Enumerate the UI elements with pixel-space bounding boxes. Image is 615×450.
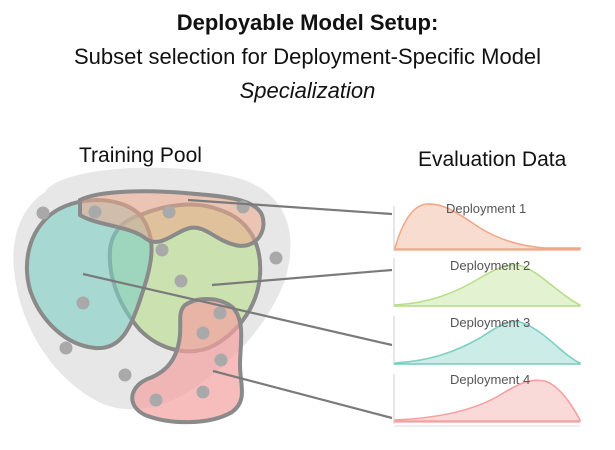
subset-deployment-4 xyxy=(130,297,244,425)
distribution-curve-deployment-4 xyxy=(394,379,581,422)
eval-panel-4: Deployment 4 xyxy=(393,372,581,427)
connector-deployment-1 xyxy=(187,198,393,216)
distribution-curve-deployment-1 xyxy=(394,203,581,250)
distribution-curve-deployment-3 xyxy=(394,320,581,365)
connector-deployment-3 xyxy=(82,272,393,347)
diagram-title: Deployable Model Setup: xyxy=(176,10,439,35)
deployment-4-label: Deployment 4 xyxy=(450,372,530,387)
deployment-2-label: Deployment 2 xyxy=(450,258,530,273)
connector-lines xyxy=(82,198,393,420)
eval-panel-3: Deployment 3 xyxy=(393,315,581,365)
deployment-3-label: Deployment 3 xyxy=(450,315,530,330)
subset-deployment-1 xyxy=(78,189,266,248)
evaluation-data-label: Evaluation Data xyxy=(418,148,567,171)
deployment-1-label: Deployment 1 xyxy=(446,201,526,216)
connector-deployment-2 xyxy=(211,268,393,287)
diagram-subtitle-line-2: Specialization xyxy=(239,78,376,103)
eval-panel-1: Deployment 1 xyxy=(393,201,581,251)
diagram-subtitle-line-1: Subset selection for Deployment-Specific… xyxy=(73,44,542,69)
sample-points xyxy=(36,200,283,407)
connector-deployment-4 xyxy=(212,369,393,420)
distribution-curve-deployment-2 xyxy=(394,264,581,307)
eval-panel-2: Deployment 2 xyxy=(393,258,581,307)
training-pool-label: Training Pool xyxy=(79,144,202,167)
